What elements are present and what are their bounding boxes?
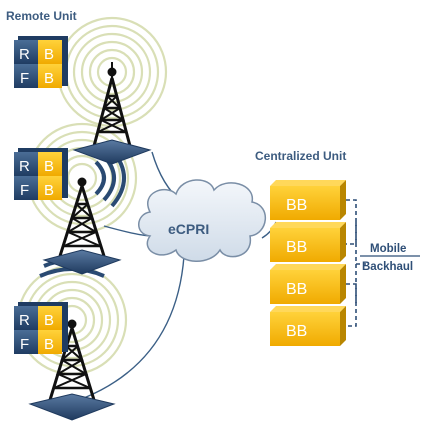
bb-b-letter: B [44, 312, 54, 329]
bb-unit-3: BB [270, 264, 346, 304]
bb-b-letter: B [44, 158, 54, 175]
remote-unit-3: R F B B [14, 302, 68, 354]
rf-f-letter: F [20, 336, 29, 353]
bb-b-letter: B [44, 336, 54, 353]
cell-tower-3 [48, 319, 96, 401]
remote-unit-title: Remote Unit [6, 9, 77, 23]
tower-base-3 [28, 393, 116, 421]
bb-b-letter: B [44, 70, 54, 87]
bb-label: BB [286, 197, 307, 214]
mobile-label: Mobile [370, 243, 406, 255]
rf-r-letter: R [19, 312, 30, 329]
remote-unit-2: R F B B [14, 148, 68, 200]
rf-f-letter: F [20, 182, 29, 199]
bb-b-letter: B [44, 46, 54, 63]
tower-base-2 [42, 249, 122, 275]
rf-r-letter: R [19, 46, 30, 63]
cell-tower-2 [58, 177, 106, 257]
backhaul-bracket [346, 199, 366, 327]
rf-f-letter: F [20, 70, 29, 87]
bb-label: BB [286, 323, 307, 340]
cell-tower-1 [92, 62, 132, 147]
centralized-unit-title: Centralized Unit [255, 149, 346, 163]
bb-label: BB [286, 239, 307, 256]
remote-unit-1: R F B B [14, 36, 68, 88]
tower-base-1 [72, 139, 152, 165]
bb-unit-1: BB [270, 180, 346, 220]
bb-unit-2: BB [270, 222, 346, 262]
bb-b-letter: B [44, 182, 54, 199]
backhaul-label: Backhaul [362, 261, 413, 273]
ecpri-label: eCPRI [168, 221, 209, 237]
rf-r-letter: R [19, 158, 30, 175]
ecpri-cloud [138, 179, 267, 262]
bb-unit-4: BB [270, 306, 346, 346]
bb-label: BB [286, 281, 307, 298]
